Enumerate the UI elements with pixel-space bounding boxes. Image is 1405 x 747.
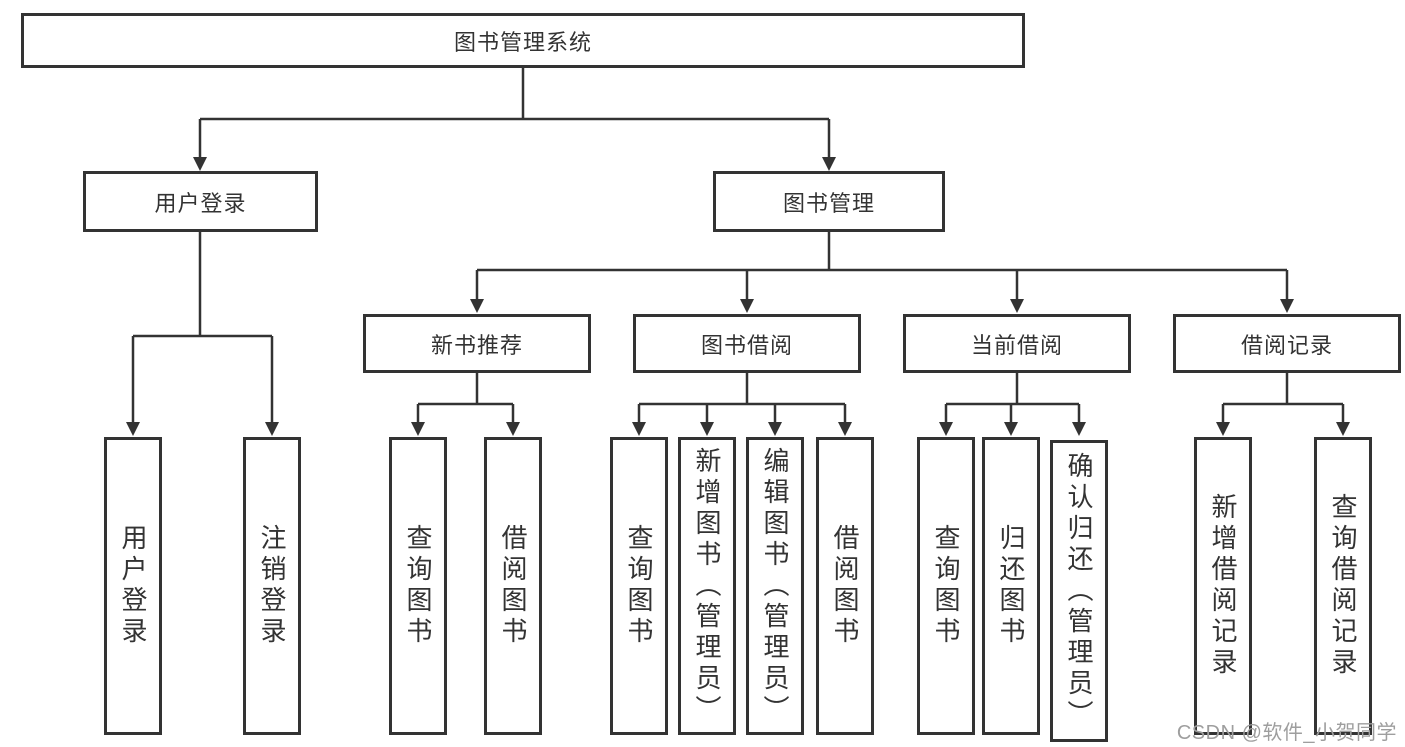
node-user-login: 用户登录 [83, 171, 318, 232]
leaf-query-books: 查询图书 [917, 437, 975, 735]
node-borrow-record: 借阅记录 [1173, 314, 1401, 373]
arrow-down-icon [1336, 422, 1350, 436]
csdn-watermark: CSDN @软件_小贺同学 [1176, 722, 1397, 744]
node-label: 新书推荐 [430, 332, 523, 358]
leaf-add-books-admin: 新增图书（管理员） [678, 437, 736, 735]
node-label: 编辑图书（管理员） [760, 446, 790, 726]
node-current-borrow: 当前借阅 [903, 314, 1131, 373]
arrow-down-icon [506, 422, 520, 436]
arrow-down-icon [1280, 299, 1294, 313]
arrow-down-icon [700, 422, 714, 436]
arrow-down-icon [838, 422, 852, 436]
connector-group [131, 68, 1345, 425]
leaf-query-borrow-record: 查询借阅记录 [1314, 437, 1372, 735]
node-label: 归还图书 [996, 524, 1026, 648]
arrow-down-icon [740, 299, 754, 313]
leaf-add-borrow-record: 新增借阅记录 [1194, 437, 1252, 735]
node-label: 新增借阅记录 [1208, 493, 1238, 679]
node-label: 查询图书 [403, 524, 433, 648]
arrowheads-group [126, 157, 1350, 436]
arrow-down-icon [193, 157, 207, 171]
node-label: 借阅图书 [498, 524, 528, 648]
leaf-user-login: 用户登录 [104, 437, 162, 735]
arrow-down-icon [411, 422, 425, 436]
arrow-down-icon [632, 422, 646, 436]
node-book-borrow: 图书借阅 [633, 314, 861, 373]
arrow-down-icon [939, 422, 953, 436]
leaf-borrow-books: 借阅图书 [816, 437, 874, 735]
node-new-book-recommend: 新书推荐 [363, 314, 591, 373]
arrow-down-icon [822, 157, 836, 171]
arrow-down-icon [470, 299, 484, 313]
arrow-down-icon [1010, 299, 1024, 313]
arrow-down-icon [265, 422, 279, 436]
node-label: 当前借阅 [970, 332, 1063, 358]
arrow-down-icon [768, 422, 782, 436]
leaf-confirm-return-admin: 确认归还（管理员） [1050, 440, 1108, 742]
node-label: 用户登录 [154, 190, 247, 216]
node-label: 新增图书（管理员） [692, 446, 722, 726]
leaf-borrow-books: 借阅图书 [484, 437, 542, 735]
leaf-return-books: 归还图书 [982, 437, 1040, 735]
node-label: 图书管理 [782, 190, 875, 216]
node-label: 查询图书 [624, 524, 654, 648]
node-label: 注销登录 [257, 524, 287, 648]
leaf-edit-books-admin: 编辑图书（管理员） [746, 437, 804, 735]
node-label: 用户登录 [118, 524, 148, 648]
node-label: 借阅记录 [1240, 332, 1333, 358]
arrow-down-icon [1072, 422, 1086, 436]
node-label: 查询图书 [931, 524, 961, 648]
node-label: 图书管理系统 [453, 29, 592, 55]
node-root-system: 图书管理系统 [21, 13, 1025, 68]
node-label: 查询借阅记录 [1328, 493, 1358, 679]
leaf-query-books: 查询图书 [389, 437, 447, 735]
arrow-down-icon [1004, 422, 1018, 436]
arrow-down-icon [126, 422, 140, 436]
arrow-down-icon [1216, 422, 1230, 436]
leaf-logout: 注销登录 [243, 437, 301, 735]
node-label: 图书借阅 [700, 332, 793, 358]
node-label: 确认归还（管理员） [1064, 451, 1094, 731]
leaf-query-books: 查询图书 [610, 437, 668, 735]
node-label: 借阅图书 [830, 524, 860, 648]
node-book-management: 图书管理 [713, 171, 945, 232]
